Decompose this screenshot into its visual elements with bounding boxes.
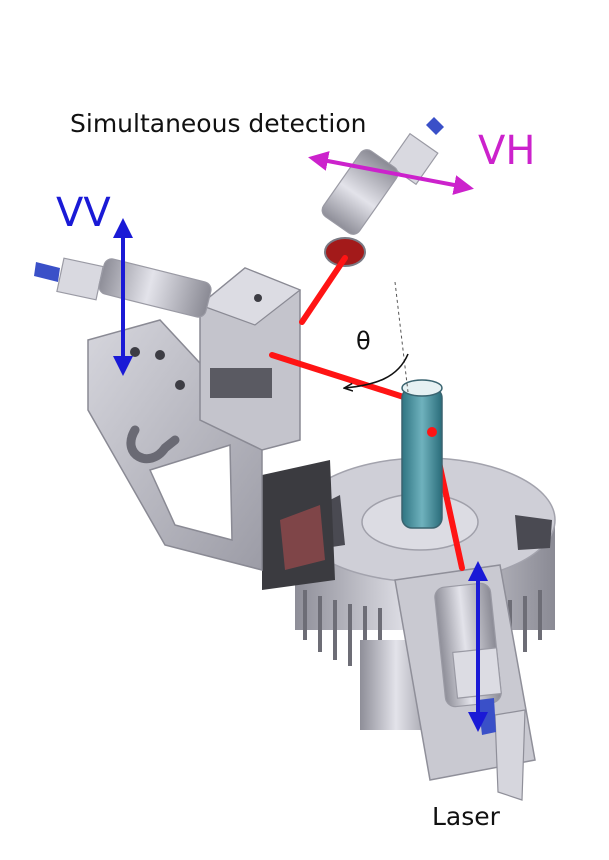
vh-label: VH [478,128,536,174]
cuvette-opening [401,379,443,397]
mount-hole [155,350,165,360]
bracket-cutout [148,443,233,541]
mount-block [262,460,335,590]
vv-knurled-nut [56,257,104,301]
scattering-point [427,427,437,437]
stage-slot [515,515,552,550]
vh-aperture [324,237,366,267]
simultaneous-detection-label: Simultaneous detection [70,109,367,138]
beam-window [210,368,272,398]
mount-hole [175,380,185,390]
vh-fiber-connector [426,117,444,135]
sample-cuvette [401,379,443,529]
detector-bracket [87,267,302,571]
vv-label: VV [56,190,111,236]
vv-scattered-beam [269,352,416,403]
bracket-slot [126,425,180,464]
vv-fiber-connector [34,262,60,282]
theta-label: θ [356,327,371,355]
vh-beam [299,255,348,325]
beam-reflection [280,505,325,570]
mount-hole [254,294,262,302]
laser-label: Laser [432,802,500,831]
vh-polarization-arrow [308,151,474,195]
laser-plate-leg [494,709,526,801]
vh-detector [321,117,444,267]
reference-axis [394,281,409,393]
mount-hole [130,347,140,357]
vv-collimator [98,258,212,318]
theta-arc [345,353,409,388]
